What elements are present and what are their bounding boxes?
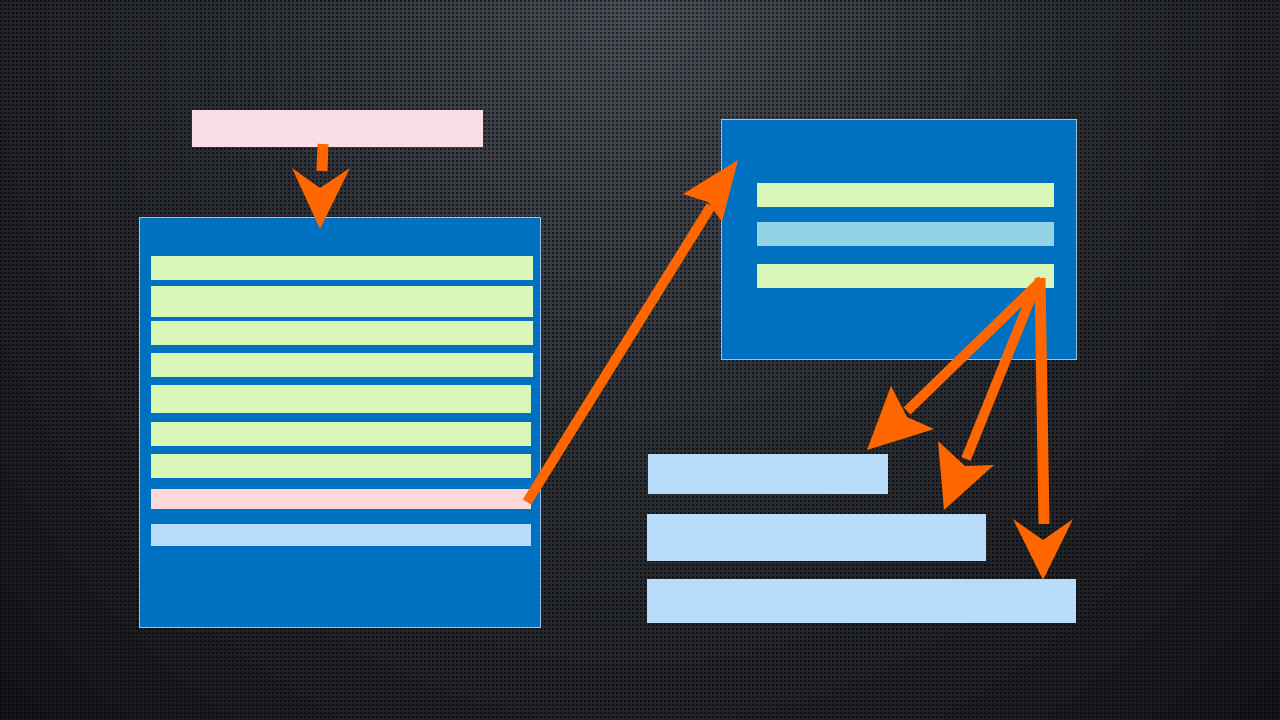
left-container xyxy=(139,217,541,628)
left-row-1 xyxy=(151,256,533,280)
arrow-to-output-1-head xyxy=(867,386,934,450)
left-row-7 xyxy=(151,454,531,478)
arrow-to-output-3-head xyxy=(1013,519,1073,580)
output-bar-2 xyxy=(647,514,986,561)
right-container xyxy=(721,119,1077,360)
left-row-2 xyxy=(151,286,533,317)
top-label-box xyxy=(192,110,483,147)
left-row-5 xyxy=(151,385,531,413)
left-row-3 xyxy=(151,321,533,345)
output-bar-3 xyxy=(647,579,1076,623)
output-bar-1 xyxy=(648,454,888,494)
right-row-3 xyxy=(757,264,1054,288)
left-row-4 xyxy=(151,353,533,377)
left-row-6 xyxy=(151,422,531,446)
left-row-8 xyxy=(151,489,531,509)
arrow-to-output-2-head xyxy=(938,441,994,510)
left-row-9 xyxy=(151,524,531,546)
right-row-2 xyxy=(757,222,1054,246)
arrow-top-to-left-stem xyxy=(316,143,329,172)
right-row-1 xyxy=(757,183,1054,207)
